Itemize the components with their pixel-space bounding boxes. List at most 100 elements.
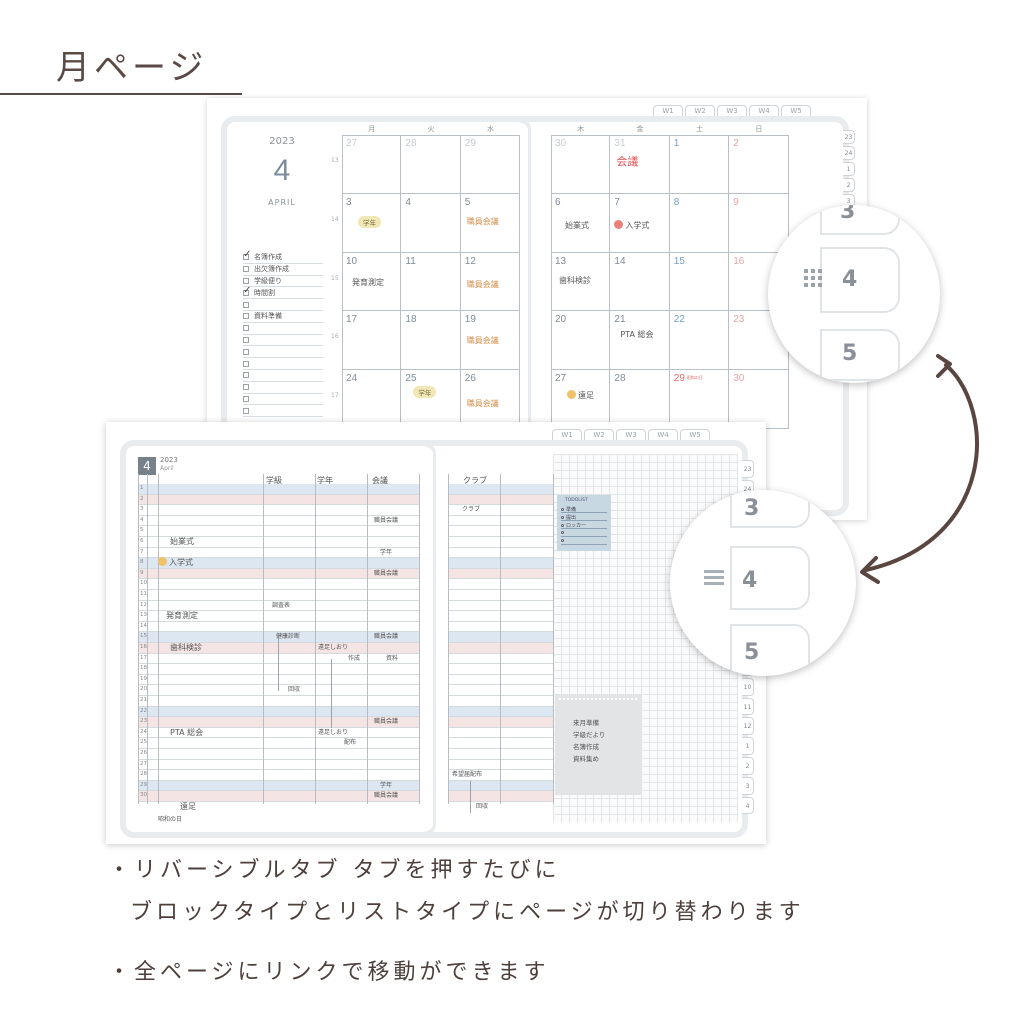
checkbox[interactable] — [243, 395, 249, 402]
list-row[interactable]: 30 — [138, 791, 419, 802]
todolist-item[interactable] — [561, 530, 607, 537]
list-row[interactable]: 29 — [138, 780, 419, 792]
month-tab[interactable]: 23 — [742, 460, 754, 478]
month-tab[interactable]: 4 — [742, 796, 754, 815]
month-tab[interactable]: 2 — [843, 178, 855, 192]
day-cell[interactable]: 31 — [610, 135, 670, 194]
month-tab[interactable]: 1 — [843, 162, 855, 176]
day-cell[interactable]: 21 — [610, 311, 670, 371]
month-tab[interactable]: 12 — [742, 717, 754, 736]
list-row[interactable]: 25 — [138, 738, 419, 749]
list-row[interactable]: 22 — [138, 706, 419, 718]
active-month-tab[interactable] — [730, 546, 810, 610]
list-row[interactable]: 5 — [138, 526, 419, 537]
day-cell[interactable]: 27 — [342, 135, 402, 194]
week-tab[interactable]: W3 — [717, 105, 747, 117]
list-row[interactable]: 2 — [138, 494, 419, 506]
day-cell[interactable]: 4 — [401, 193, 461, 253]
day-cell[interactable]: 22 — [669, 311, 730, 371]
day-cell[interactable]: 7 — [610, 193, 670, 253]
checkbox[interactable] — [243, 301, 249, 308]
column-header-meeting: 会議 — [372, 476, 388, 485]
week-tab[interactable]: W5 — [781, 105, 811, 117]
month-tab[interactable]: 24 — [843, 146, 855, 160]
list-row[interactable]: 24 — [138, 728, 419, 739]
day-cell[interactable]: 9 — [729, 193, 789, 253]
month-tab[interactable]: 1 — [742, 737, 754, 755]
list-row[interactable]: 26 — [138, 749, 419, 760]
day-cell[interactable]: 29 — [460, 135, 521, 194]
todolist-item[interactable]: 提出 — [561, 514, 607, 521]
day-cell[interactable]: 13 — [551, 252, 611, 312]
list-row[interactable]: 11 — [138, 590, 419, 601]
active-month-tab[interactable] — [820, 247, 900, 313]
day-cell[interactable]: 30 — [729, 370, 789, 429]
todolist-item[interactable]: ロッカー — [561, 522, 607, 529]
week-tab[interactable]: W1 — [552, 429, 582, 441]
day-cell[interactable]: 8 — [669, 193, 730, 253]
list-row[interactable]: 8 — [138, 558, 419, 569]
week-tab[interactable]: W5 — [680, 429, 710, 441]
day-cell[interactable]: 11 — [401, 252, 461, 312]
list-row[interactable]: 21 — [138, 696, 419, 707]
week-tab[interactable]: W1 — [653, 105, 683, 117]
checkbox[interactable] — [243, 360, 249, 367]
list-row[interactable]: 27 — [138, 760, 419, 771]
checkbox[interactable] — [243, 285, 251, 296]
day-cell[interactable]: 14 — [610, 252, 670, 312]
todolist-item[interactable]: 準備 — [561, 506, 607, 513]
checkbox[interactable] — [243, 336, 249, 343]
day-cell[interactable]: 6 — [551, 193, 611, 253]
week-tab[interactable]: W2 — [584, 429, 614, 441]
day-cell[interactable]: 10 — [342, 252, 402, 312]
month-tab[interactable]: 11 — [742, 697, 754, 716]
todolist-item[interactable] — [561, 538, 607, 545]
checkbox[interactable] — [243, 249, 251, 261]
list-row[interactable]: 6 — [138, 537, 419, 548]
week-tab[interactable]: W4 — [749, 105, 779, 117]
week-tab[interactable]: W4 — [648, 429, 678, 441]
day-cell[interactable]: 17 — [342, 311, 402, 371]
list-row[interactable]: 10 — [138, 579, 419, 590]
list-row[interactable]: 3 — [138, 505, 419, 516]
checkbox[interactable] — [243, 313, 249, 320]
list-row[interactable]: 28 — [138, 770, 419, 781]
day-cell[interactable]: 12 — [460, 252, 521, 312]
day-cell[interactable]: 20 — [551, 311, 611, 371]
checkbox[interactable] — [243, 384, 249, 391]
week-tab[interactable]: W3 — [616, 429, 646, 441]
month-tab[interactable]: 3 — [742, 776, 754, 795]
checkbox[interactable] — [243, 407, 249, 414]
list-row[interactable]: 13 — [138, 611, 419, 622]
list-row[interactable]: 14 — [138, 622, 419, 633]
day-cell[interactable]: 28 — [610, 370, 670, 429]
day-cell[interactable]: 28 — [401, 135, 461, 194]
list-row[interactable]: 20 — [138, 685, 419, 696]
day-cell[interactable]: 5 — [460, 193, 521, 253]
day-cell[interactable]: 1 — [669, 135, 730, 194]
month-tab[interactable]: 23 — [843, 130, 855, 144]
list-row[interactable]: 12 — [138, 601, 419, 612]
checkbox[interactable] — [243, 277, 249, 284]
list-row[interactable]: 7 — [138, 548, 419, 559]
list-row[interactable]: 9 — [138, 568, 419, 580]
day-cell[interactable]: 3 — [342, 193, 402, 253]
checkbox[interactable] — [243, 266, 249, 273]
day-cell[interactable]: 15 — [669, 252, 730, 312]
checkbox[interactable] — [243, 325, 249, 332]
checkbox[interactable] — [243, 348, 249, 355]
day-cell[interactable]: 24 — [342, 370, 402, 429]
list-row[interactable]: 1 — [138, 484, 419, 495]
month-tab[interactable]: 10 — [742, 677, 754, 696]
week-tab[interactable]: W2 — [685, 105, 715, 117]
day-cell[interactable]: 19 — [460, 311, 521, 371]
list-entry-text: 学年 — [380, 548, 393, 556]
day-cell[interactable]: 30 — [551, 135, 611, 194]
day-cell[interactable]: 25 — [401, 370, 461, 429]
list-row[interactable]: 23 — [138, 717, 419, 728]
list-row[interactable]: 4 — [138, 516, 419, 527]
day-cell[interactable]: 2 — [729, 135, 789, 194]
day-cell[interactable]: 18 — [401, 311, 461, 371]
month-tab[interactable]: 2 — [742, 756, 754, 775]
checkbox[interactable] — [243, 372, 249, 379]
